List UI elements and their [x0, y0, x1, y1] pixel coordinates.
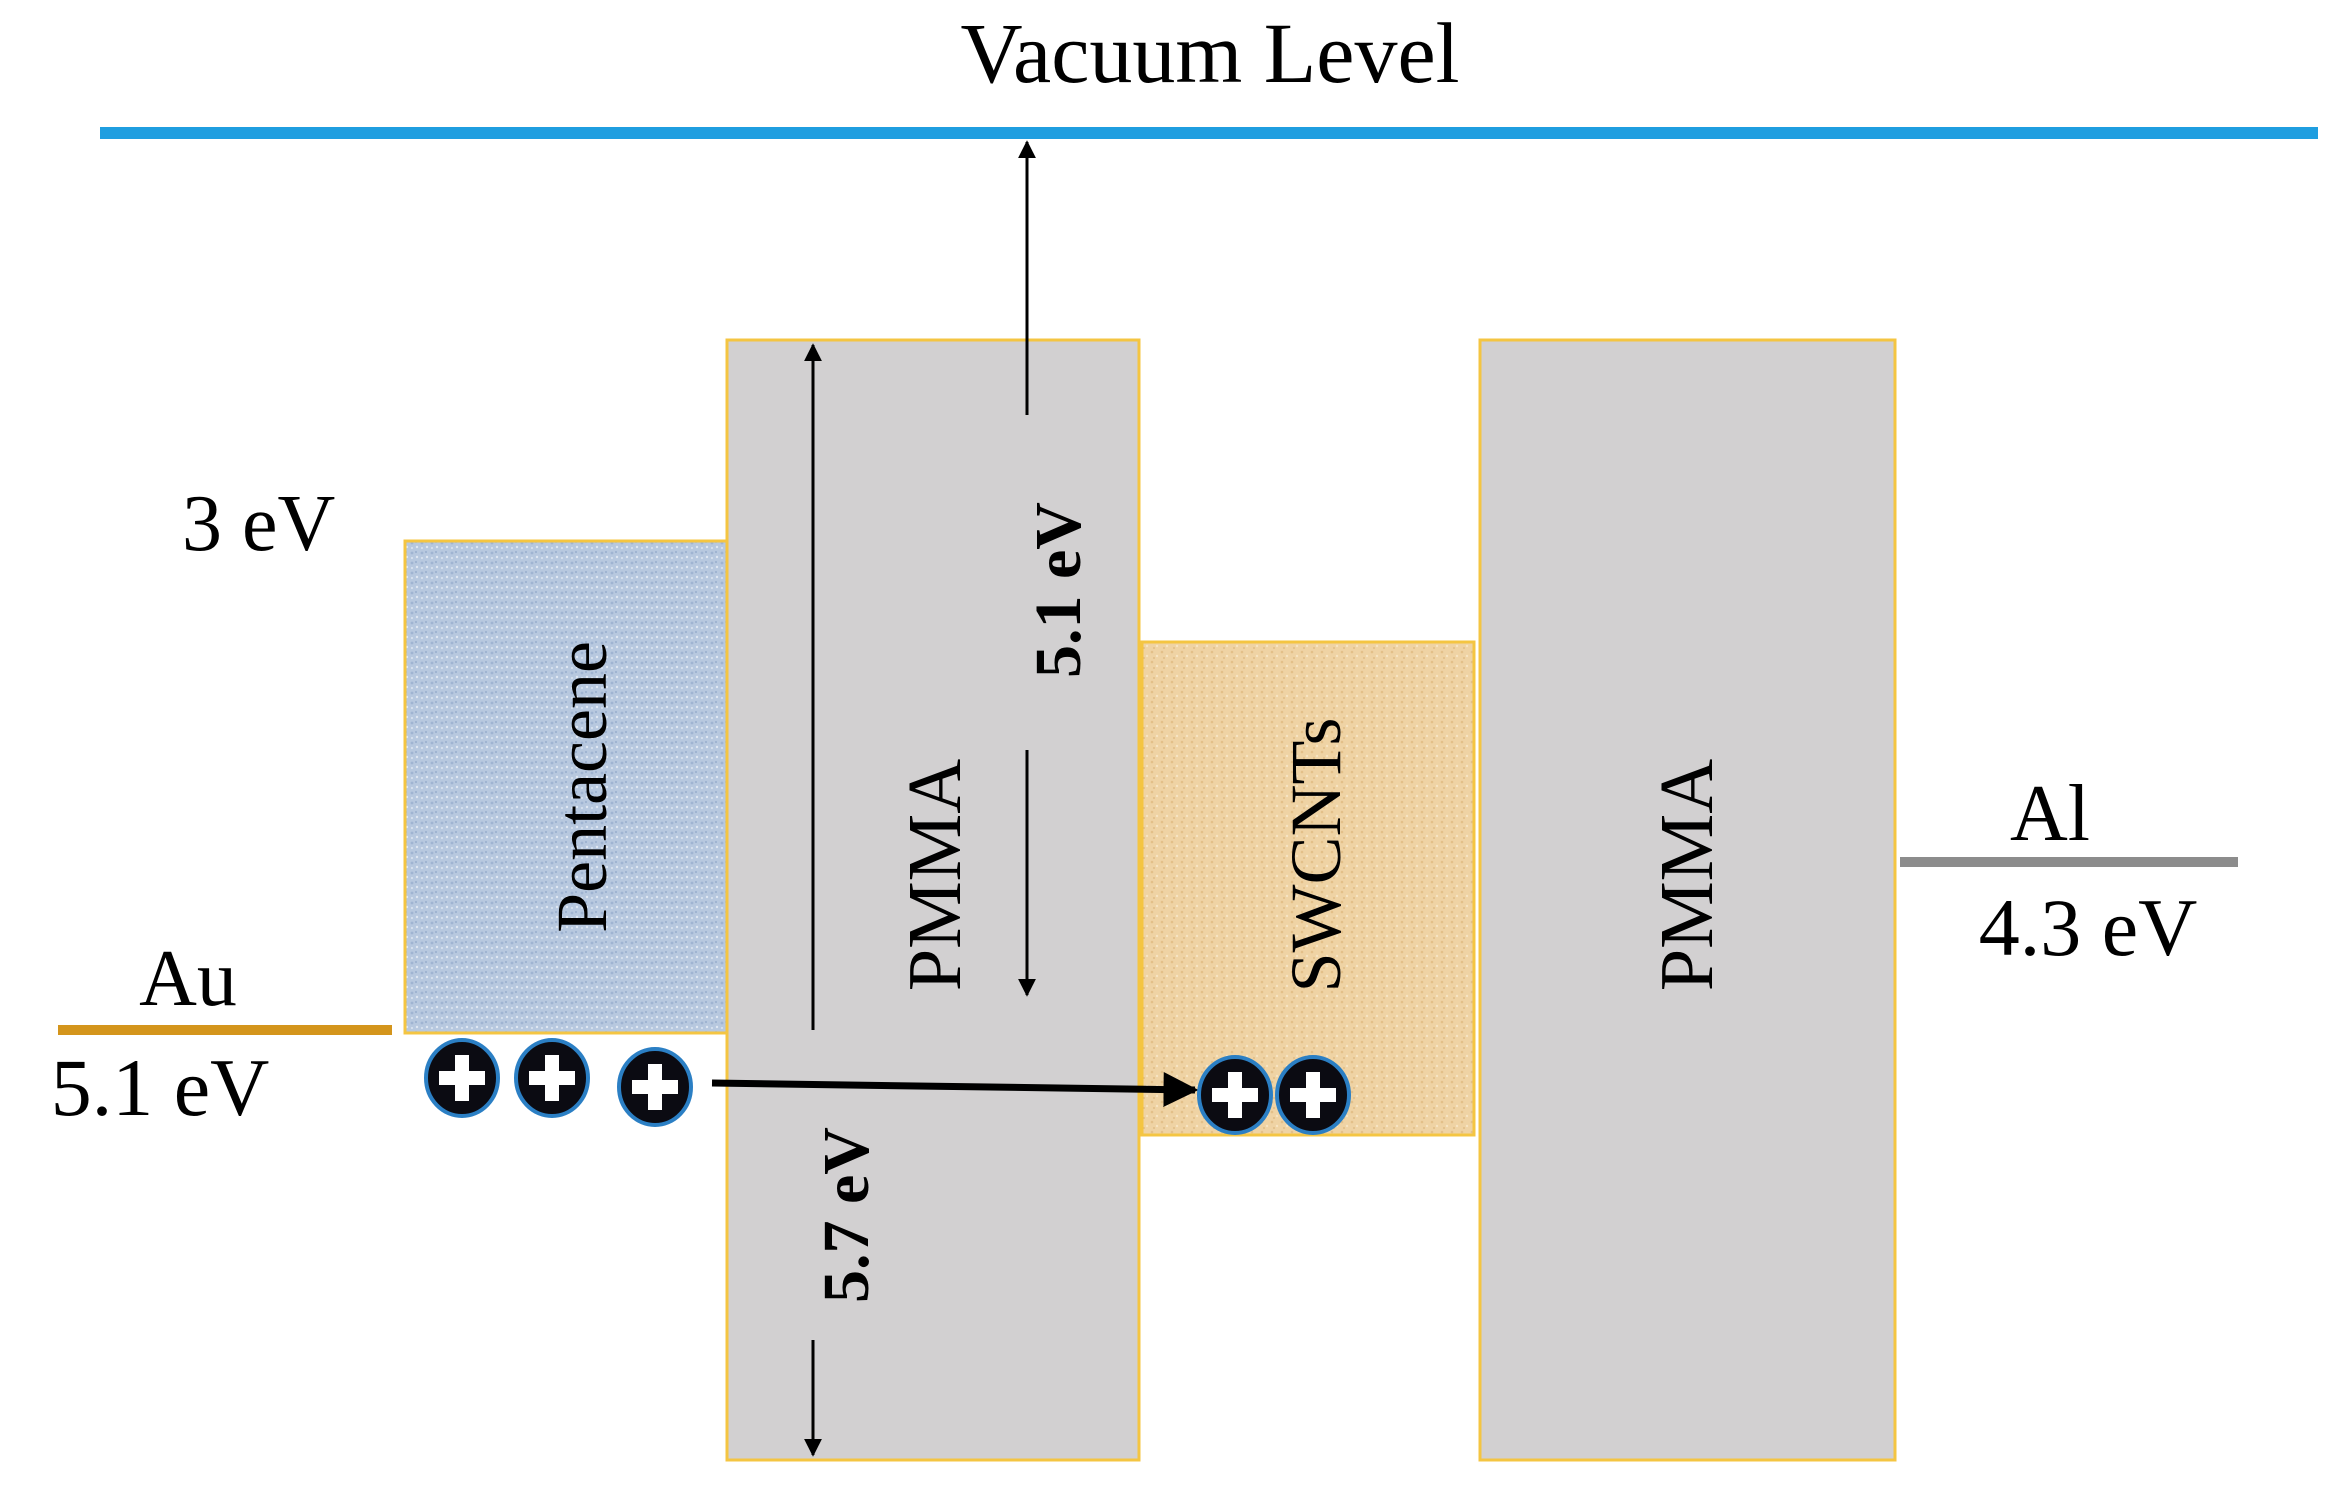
hole-plus-icon	[514, 1038, 590, 1118]
au-energy-label: 5.1 eV	[51, 1042, 270, 1133]
hole-plus-icon	[1197, 1055, 1273, 1135]
hole-plus-icon	[617, 1047, 693, 1127]
pmma-left-block	[725, 338, 1141, 1462]
au-label: Au	[139, 935, 237, 1023]
depth-label: 5.1 eV	[1022, 502, 1095, 678]
pentacene-block	[403, 539, 729, 1035]
vacuum-level-label: Vacuum Level	[960, 5, 1459, 101]
pmma-right-label: PMMA	[1645, 759, 1729, 991]
swcnts-block	[1140, 640, 1476, 1137]
pmma-right-block	[1478, 338, 1897, 1462]
hole-transfer-arrow	[711, 1072, 1199, 1108]
holes-swcnts	[1197, 1055, 1351, 1135]
al-label: Al	[2010, 770, 2090, 858]
hole-plus-icon	[424, 1038, 500, 1118]
al-energy-label: 4.3 eV	[1979, 882, 2198, 973]
holes-pentacene	[424, 1038, 693, 1127]
pentacene-label: Pentacene	[542, 641, 622, 933]
pmma-gap-label: 5.7 eV	[810, 1127, 883, 1303]
hole-plus-icon	[1275, 1055, 1351, 1135]
pmma-left-label: PMMA	[893, 759, 977, 991]
pentacene-lumo-label: 3 eV	[182, 480, 335, 568]
swcnts-label: SWCNTs	[1276, 718, 1356, 993]
